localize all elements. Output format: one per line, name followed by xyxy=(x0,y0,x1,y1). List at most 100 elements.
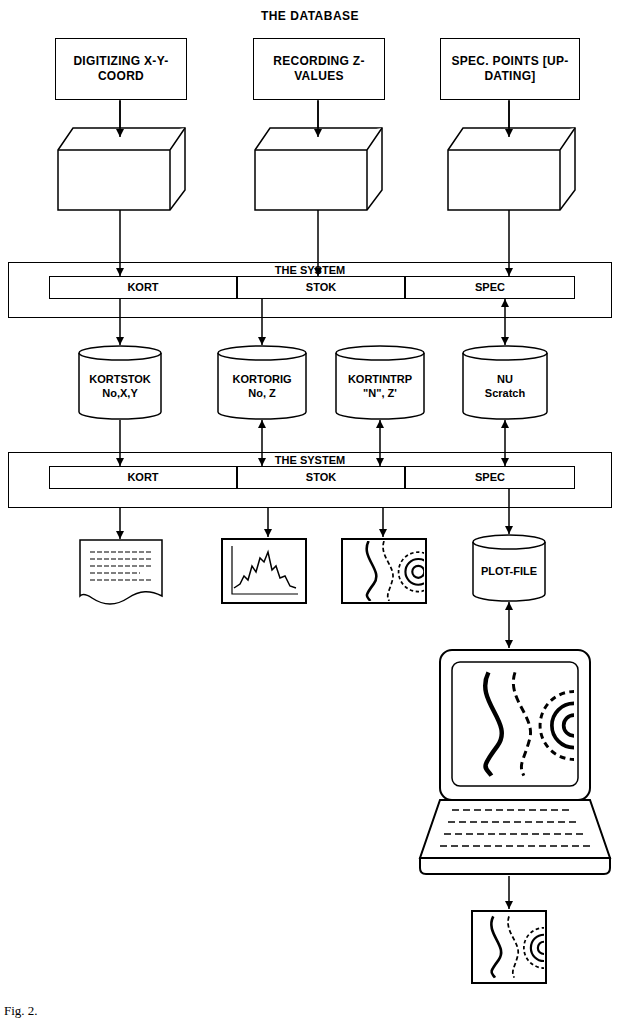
module-cell: STOK xyxy=(237,466,405,489)
laptop-icon xyxy=(455,833,462,835)
laptop-icon xyxy=(463,809,470,811)
laptop-icon xyxy=(477,833,484,835)
node-label: Scratch xyxy=(485,387,525,401)
laptop-icon xyxy=(506,845,513,847)
laptop-icon xyxy=(452,662,578,786)
laptop-icon xyxy=(492,821,499,823)
printout-icon xyxy=(90,579,152,580)
laptop-icon xyxy=(420,800,610,858)
node-label: KORTSTOK xyxy=(89,373,151,387)
flow-arrow xyxy=(508,489,510,534)
laptop-icon xyxy=(529,809,536,811)
cylinder-body xyxy=(473,535,545,601)
laptop-icon xyxy=(474,809,481,811)
laptop-icon xyxy=(481,821,488,823)
flow-arrow xyxy=(379,420,381,466)
module-cell: KORT xyxy=(49,466,237,489)
laptop-icon xyxy=(583,845,590,847)
laptop-icon xyxy=(466,833,473,835)
database-cylinder: PLOT-FILE xyxy=(472,534,546,602)
contour-map-output xyxy=(472,911,546,983)
module-cell: KORT xyxy=(49,276,237,299)
input-device xyxy=(58,128,575,210)
database-cylinder: NUScratch xyxy=(462,345,548,420)
node-label: No, Z xyxy=(248,387,276,401)
contour-map-icon xyxy=(367,541,438,601)
laptop-icon xyxy=(448,821,455,823)
printout-icon xyxy=(90,565,152,566)
cylinder-body xyxy=(218,346,306,419)
node-label: STOK xyxy=(306,281,336,295)
laptop-icon xyxy=(558,821,565,823)
input-device xyxy=(255,128,382,210)
node-label: PLOT-FILE xyxy=(481,565,537,579)
flow-arrow xyxy=(119,420,121,466)
laptop-icon xyxy=(440,810,590,846)
node-label: STOK xyxy=(306,471,336,485)
printout-icon xyxy=(80,540,162,604)
laptop-icon xyxy=(452,809,459,811)
input-box: RECORDING Z-VALUES xyxy=(253,38,385,100)
input-device xyxy=(58,128,185,210)
node-label: DIGITIZING X-Y-COORD xyxy=(61,54,181,84)
node-label: No,X,Y xyxy=(102,387,137,401)
laptop-icon xyxy=(510,833,517,835)
flow-arrow xyxy=(267,508,269,537)
laptop-icon xyxy=(485,809,492,811)
laptop-icon xyxy=(521,833,528,835)
input-device xyxy=(448,128,575,210)
input-box: SPEC. POINTS [UP-DATING] xyxy=(440,38,580,100)
laptop-icon xyxy=(518,809,525,811)
node-label: KORT xyxy=(127,471,158,485)
laptop-icon xyxy=(576,833,583,835)
cylinder-body xyxy=(336,346,424,419)
flow-arrow xyxy=(508,602,510,648)
laptop-icon xyxy=(462,845,469,847)
system-band: THE SYSTEMKORTSTOKSPEC xyxy=(8,452,612,508)
graph-icon xyxy=(222,539,306,603)
node-label: KORTINTRP xyxy=(348,373,412,387)
printout-icon xyxy=(90,558,152,559)
contour-map-icon xyxy=(342,539,438,603)
cylinder-rim xyxy=(463,353,547,360)
laptop-icon xyxy=(496,809,503,811)
flow-arrow xyxy=(261,420,263,466)
node-label: KORT xyxy=(127,281,158,295)
cylinder-rim xyxy=(218,353,306,360)
system-band: THE SYSTEMKORTSTOKSPEC xyxy=(8,262,612,318)
module-cell: SPEC xyxy=(405,276,575,299)
flow-arrow xyxy=(119,101,121,137)
flow-arrow xyxy=(261,299,263,345)
printout-icon xyxy=(90,551,152,552)
input-device xyxy=(255,128,382,210)
diagram-title: THE DATABASE xyxy=(0,9,620,23)
input-device xyxy=(448,128,575,210)
laptop-icon xyxy=(540,809,547,811)
database-cylinder: KORTINTRP"N", Z' xyxy=(335,345,425,420)
database-cylinder: KORTSTOKNo,X,Y xyxy=(78,345,162,420)
laptop-icon xyxy=(444,833,451,835)
graph-icon xyxy=(222,539,306,603)
node-label: SPEC. POINTS [UP-DATING] xyxy=(446,54,574,84)
printout-icon xyxy=(90,552,152,580)
laptop-icon xyxy=(459,821,466,823)
laptop-icon xyxy=(550,845,557,847)
laptop-icon xyxy=(495,845,502,847)
printout-icon xyxy=(80,540,162,604)
input-box: DIGITIZING X-Y-COORD xyxy=(55,38,187,100)
flow-arrow xyxy=(119,508,121,539)
laptop-icon xyxy=(572,845,579,847)
laptop-icon xyxy=(514,821,521,823)
database-cylinder: KORTORIGNo, Z xyxy=(217,345,307,420)
laptop-icon xyxy=(532,833,539,835)
node-label: NU xyxy=(497,373,513,387)
flow-arrow xyxy=(508,101,510,137)
flow-arrow xyxy=(508,876,510,909)
laptop-icon xyxy=(485,672,608,775)
node-label: SPEC xyxy=(475,281,505,295)
figure-caption: Fig. 2. xyxy=(4,1003,38,1019)
graph-icon xyxy=(234,552,296,588)
laptop-icon xyxy=(499,833,506,835)
